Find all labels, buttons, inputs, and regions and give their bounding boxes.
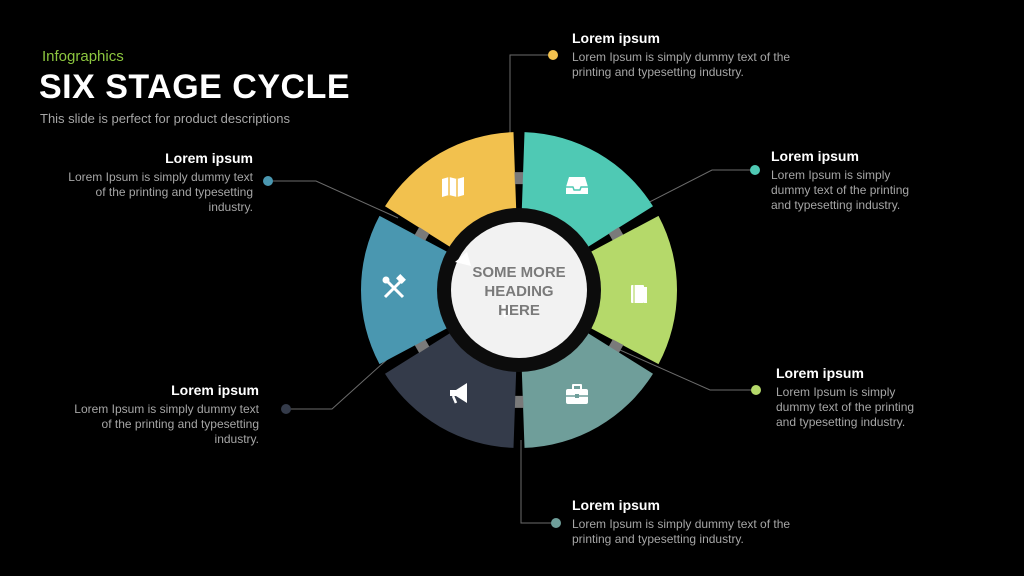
stage-3-text: Lorem ipsum Lorem Ipsum is simply dummy … — [776, 365, 936, 430]
center-heading-line-3: HERE — [498, 301, 540, 319]
slide-title: SIX STAGE CYCLE — [39, 68, 351, 106]
connector-dot-4 — [551, 518, 561, 528]
center-heading-line-2: HEADING — [484, 282, 554, 300]
cycle-arrow-icon-2 — [502, 304, 515, 318]
stage-4-body: Lorem Ipsum is simply dummy text of the … — [572, 517, 791, 546]
stage-2-body: Lorem Ipsum is simply dummy text of the … — [771, 168, 910, 212]
stage-3-body: Lorem Ipsum is simply dummy text of the … — [776, 385, 915, 429]
book-icon — [631, 285, 647, 303]
stage-5-text: Lorem ipsum Lorem Ipsum is simply dummy … — [68, 382, 259, 447]
briefcase-icon — [566, 384, 588, 404]
segment-divider-3 — [608, 339, 624, 353]
megaphone-icon — [450, 383, 467, 404]
connector-dot-6 — [263, 176, 273, 186]
center-disc — [451, 222, 587, 358]
segment-divider-1 — [514, 172, 524, 185]
cycle-arrow-icon — [455, 252, 471, 266]
stage-1-text: Lorem ipsum Lorem Ipsum is simply dummy … — [572, 30, 802, 80]
stage-6-text: Lorem ipsum Lorem Ipsum is simply dummy … — [68, 150, 253, 215]
connector-line-5 — [286, 354, 393, 410]
connector-dot-1 — [548, 50, 558, 60]
stage-1-heading: Lorem ipsum — [572, 30, 660, 46]
segment-divider-4 — [514, 395, 524, 408]
stage-1-body: Lorem Ipsum is simply dummy text of the … — [572, 50, 791, 79]
segment-divider-2 — [608, 227, 624, 241]
connector-dot-3 — [751, 385, 761, 395]
slide-kicker: Infographics — [42, 48, 124, 65]
stage-6-body: Lorem Ipsum is simply dummy text of the … — [68, 170, 253, 214]
stage-5-body: Lorem Ipsum is simply dummy text of the … — [74, 402, 259, 446]
stage-4-text: Lorem ipsum Lorem Ipsum is simply dummy … — [572, 497, 802, 547]
center-heading: SOME MORE HEADING HERE — [452, 251, 586, 331]
center-heading-line-1: SOME MORE — [472, 263, 566, 281]
stage-6-heading: Lorem ipsum — [165, 150, 253, 166]
stage-2-heading: Lorem ipsum — [771, 148, 859, 164]
connector-dots — [263, 50, 761, 528]
stage-4-heading: Lorem ipsum — [572, 497, 660, 513]
connector-dot-2 — [750, 165, 760, 175]
stage-2-text: Lorem ipsum Lorem Ipsum is simply dummy … — [771, 148, 931, 213]
slide-subtitle: This slide is perfect for product descri… — [40, 111, 290, 126]
segment-divider-6 — [414, 227, 430, 241]
tools-icon — [382, 274, 406, 299]
inbox-tray-icon — [566, 177, 588, 194]
connector-line-4 — [520, 440, 556, 524]
stage-5-heading: Lorem ipsum — [171, 382, 259, 398]
stage-3-heading: Lorem ipsum — [776, 365, 864, 381]
connector-line-1 — [509, 54, 553, 145]
connector-line-2 — [627, 169, 755, 214]
connector-line-6 — [268, 180, 399, 219]
connector-lines — [268, 54, 756, 524]
map-icon — [442, 177, 464, 197]
segment-divider-5 — [414, 339, 430, 353]
connector-line-3 — [619, 349, 756, 391]
connector-dot-5 — [281, 404, 291, 414]
segment-6 — [361, 215, 451, 365]
